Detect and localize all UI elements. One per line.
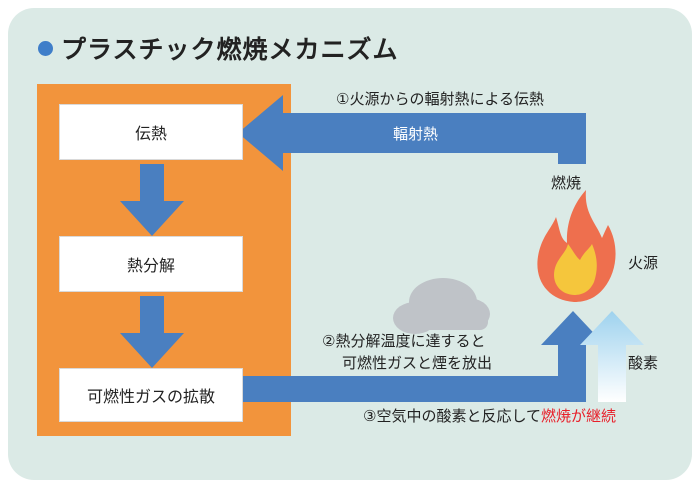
heat-transfer-label: 伝熱 [134,124,167,143]
flame-icon [537,190,616,302]
step1-label: ①火源からの輻射熱による伝熱 [336,90,544,108]
heat-transfer-box: 伝熱 [59,104,243,160]
radiant-heat-label: 輻射熱 [393,125,439,143]
combustion-label: 燃焼 [551,174,582,192]
radiant-heat-arrow [238,95,586,171]
smoke-cloud-icon [393,278,490,334]
step2-line2-label: 可燃性ガスと煙を放出 [342,354,493,372]
step3-highlight: 燃焼が継続 [541,407,617,425]
gas-diffusion-arrow [241,311,605,402]
down-arrow-2 [120,296,184,368]
pyrolysis-label: 熱分解 [126,256,175,275]
page-title: プラスチック燃焼メカニズム [38,30,399,66]
step2-line1-label: ②熱分解温度に達すると [322,332,486,350]
bullet-dot-icon [38,40,53,56]
step3-prefix: ③空気中の酸素と反応して [363,407,541,425]
step3-label: ③空気中の酸素と反応して燃焼が継続 [363,405,616,426]
oxygen-arrow [580,311,644,402]
gas-diffusion-label: 可燃性ガスの拡散 [86,387,215,406]
title-text: プラスチック燃焼メカニズム [61,35,399,64]
fire-source-label: 火源 [628,254,659,272]
gas-diffusion-box: 可燃性ガスの拡散 [59,368,243,422]
oxygen-label: 酸素 [628,354,659,372]
down-arrow-1 [120,164,184,236]
pyrolysis-box: 熱分解 [59,236,243,292]
